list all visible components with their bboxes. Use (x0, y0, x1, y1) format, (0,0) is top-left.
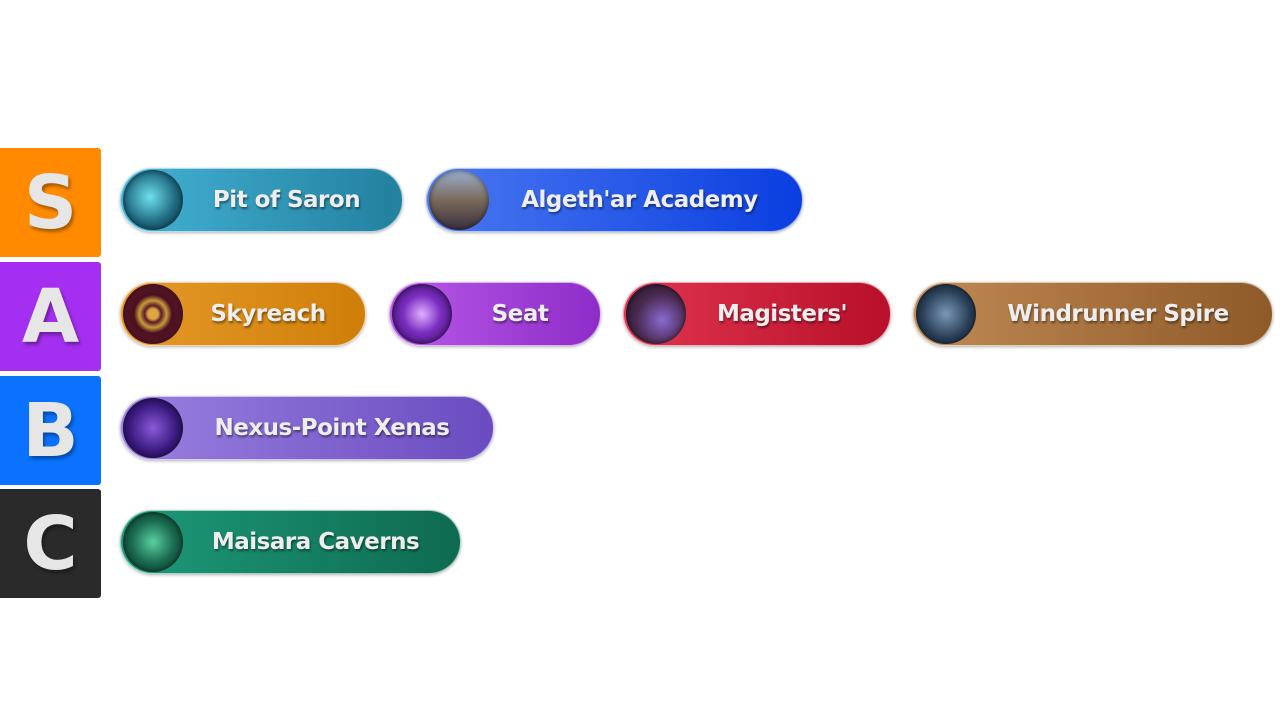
tier-letter: A (21, 273, 80, 360)
statue-icon (916, 284, 976, 344)
tier-label-c: C (0, 489, 101, 598)
tier-label-s: S (0, 148, 101, 257)
void-crystal-icon (392, 284, 452, 344)
dungeon-seat[interactable]: Seat (389, 282, 601, 346)
dungeon-magisters[interactable]: Magisters' (623, 282, 891, 346)
nexus-icon (123, 398, 183, 458)
dungeon-label: Windrunner Spire (1007, 301, 1229, 327)
tier-label-a: A (0, 262, 101, 371)
dungeon-label: Seat (491, 301, 549, 327)
tier-letter: B (22, 387, 79, 474)
dungeon-pit-of-saron[interactable]: Pit of Saron (120, 168, 403, 232)
dungeon-windrunner-spire[interactable]: Windrunner Spire (913, 282, 1273, 346)
tier-letter: C (23, 500, 78, 587)
tier-label-b: B (0, 376, 101, 485)
dungeon-label: Pit of Saron (212, 187, 361, 213)
cavern-face-icon (123, 512, 183, 572)
dungeon-algethar-academy[interactable]: Algeth'ar Academy (426, 168, 803, 232)
academy-tower-icon (429, 170, 489, 230)
dungeon-skyreach[interactable]: Skyreach (120, 282, 366, 346)
golden-sun-icon (123, 284, 183, 344)
dungeon-label: Magisters' (716, 301, 848, 327)
dungeon-label: Skyreach (210, 301, 326, 327)
dungeon-maisara-caverns[interactable]: Maisara Caverns (120, 510, 461, 574)
dungeon-label: Nexus-Point Xenas (214, 415, 450, 441)
dungeon-nexus-point-xenas[interactable]: Nexus-Point Xenas (120, 396, 494, 460)
frozen-cavern-icon (123, 170, 183, 230)
magisters-terrace-icon (626, 284, 686, 344)
dungeon-label: Maisara Caverns (211, 529, 420, 555)
tier-letter: S (23, 159, 78, 246)
dungeon-label: Algeth'ar Academy (521, 187, 758, 213)
